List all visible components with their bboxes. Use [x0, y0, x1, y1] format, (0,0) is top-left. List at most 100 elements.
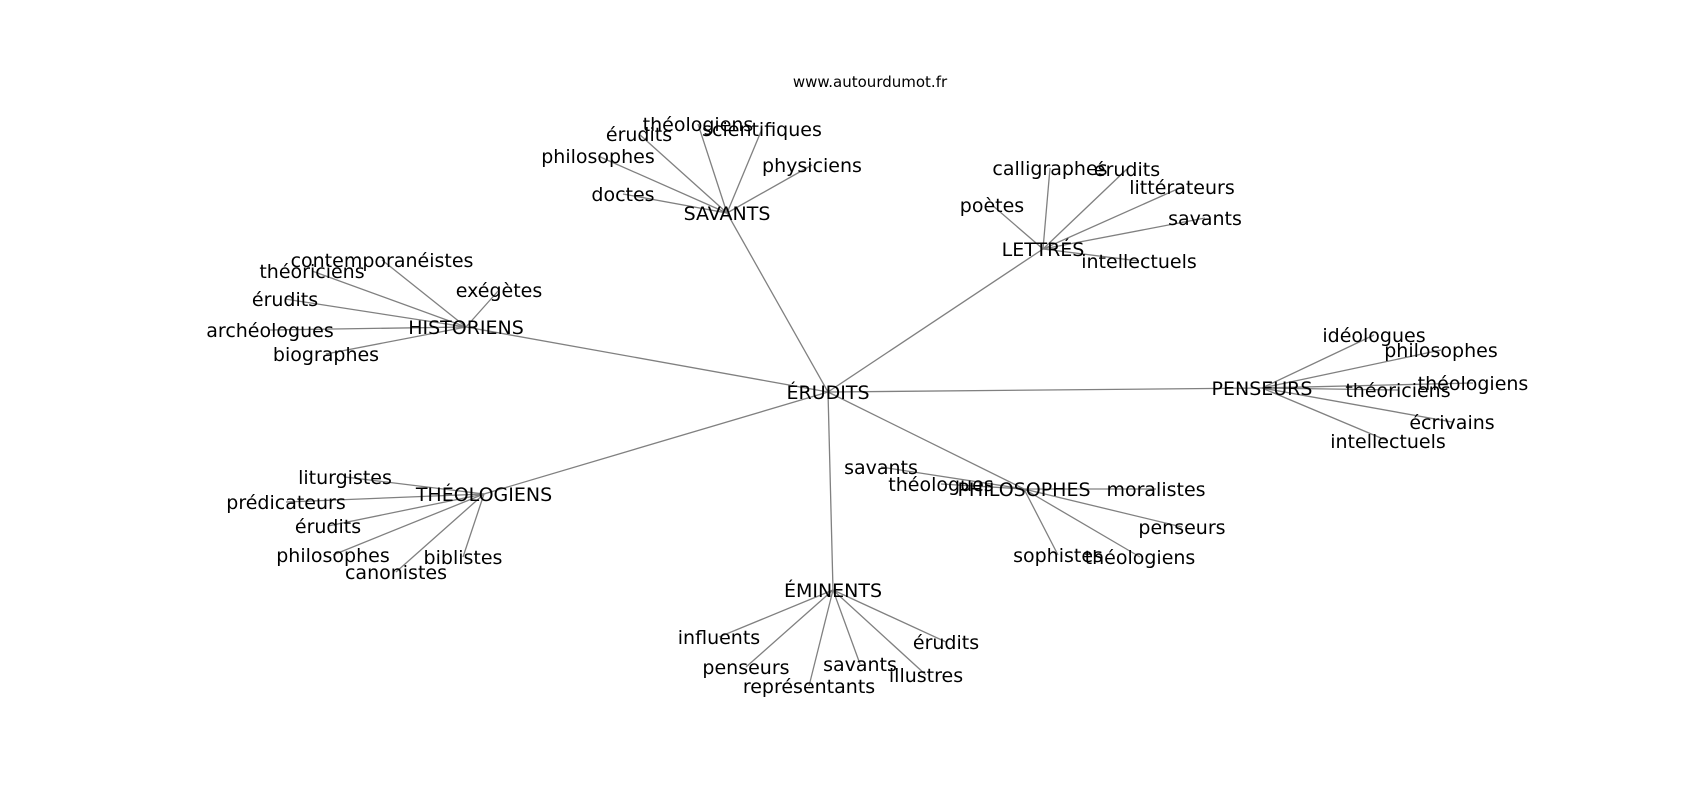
leaf-node-label: écrivains: [1409, 412, 1494, 434]
edge-hub-1-leaf-2: [1042, 186, 1183, 250]
edge-hub-2-leaf-4: [269, 326, 467, 331]
leaf-node-label: philosophes: [541, 146, 655, 168]
edge-hub-5-leaf-1: [940, 483, 1025, 490]
leaf-node-label: calligraphes: [992, 158, 1107, 180]
leaf-node-label: intellectuels: [1081, 251, 1197, 273]
hub-node-label: LETTRÉS: [1002, 238, 1085, 261]
edge-center-6: [827, 391, 834, 591]
hub-node-label: THÉOLOGIENS: [415, 483, 552, 506]
hub-node-label: HISTORIENS: [408, 317, 524, 339]
edge-hub-3-leaf-4: [1261, 387, 1453, 423]
edge-center-4: [483, 391, 829, 495]
leaf-node-label: idéologues: [1322, 325, 1425, 347]
edge-hub-4-leaf-1: [285, 493, 485, 503]
edge-hub-2-leaf-0: [381, 259, 467, 328]
leaf-node-label: penseurs: [702, 657, 789, 679]
leaf-node-label: exégètes: [456, 280, 543, 302]
leaf-node-label: érudits: [913, 632, 979, 654]
edge-hub-2-leaf-1: [311, 270, 467, 328]
edge-hub-3-leaf-5: [1261, 387, 1389, 442]
edge-hub-3-leaf-0: [1261, 334, 1375, 389]
edge-hub-6-leaf-3: [832, 589, 861, 665]
leaf-node-label: philosophes: [276, 545, 390, 567]
leaf-node-label: biographes: [273, 344, 379, 366]
edge-hub-6-leaf-2: [745, 589, 834, 668]
leaf-node-label: prédicateurs: [226, 492, 345, 514]
edge-hub-6-leaf-5: [808, 589, 834, 687]
leaf-node-label: théoriciens: [1345, 380, 1450, 402]
leaf-node-label: penseurs: [1138, 517, 1225, 539]
leaf-node-label: érudits: [295, 516, 361, 538]
edge-hub-2-leaf-3: [284, 298, 467, 328]
graph-edges: [269, 123, 1474, 687]
leaf-node-label: érudits: [252, 289, 318, 311]
leaf-node-label: théologues: [888, 474, 993, 496]
edge-hub-0-leaf-5: [622, 193, 728, 214]
edge-hub-0-leaf-0: [697, 123, 728, 214]
edge-hub-3-leaf-2: [1261, 387, 1399, 391]
edge-hub-4-leaf-4: [462, 493, 485, 558]
leaf-node-label: sophistes: [1013, 545, 1103, 567]
graph-labels: www.autourdumot.fr ÉRUDITS SAVANTS théolog…: [206, 73, 1528, 698]
leaf-node-label: canonistes: [345, 562, 447, 584]
leaf-node-label: moralistes: [1106, 479, 1205, 501]
edge-hub-4-leaf-5: [395, 493, 485, 573]
leaf-node-label: influents: [678, 627, 760, 649]
leaf-node-label: intellectuels: [1330, 431, 1446, 453]
leaf-node-label: théologiens: [1418, 373, 1529, 395]
edge-hub-0-leaf-4: [726, 164, 813, 214]
leaf-node-label: savants: [844, 457, 918, 479]
leaf-node-label: théologiens: [643, 114, 754, 136]
edge-hub-2-leaf-2: [465, 289, 500, 328]
edge-hub-1-leaf-5: [1042, 248, 1140, 262]
leaf-node-label: théoriciens: [259, 261, 364, 283]
leaf-node-label: biblistes: [424, 547, 503, 569]
edge-hub-6-leaf-0: [718, 589, 834, 638]
leaf-node-label: physiciens: [762, 155, 862, 177]
site-url: www.autourdumot.fr: [793, 73, 948, 91]
leaf-node-label: scientifiques: [702, 119, 822, 141]
leaf-node-label: poètes: [960, 195, 1024, 217]
edge-hub-4-leaf-0: [344, 476, 485, 495]
edge-hub-1-leaf-4: [1042, 217, 1206, 250]
edge-hub-6-leaf-4: [832, 589, 927, 676]
edge-hub-4-leaf-2: [327, 493, 485, 527]
edge-hub-0-leaf-2: [638, 133, 728, 214]
edge-hub-1-leaf-1: [1042, 168, 1128, 250]
leaf-node-label: savants: [1168, 208, 1242, 230]
edge-hub-6-leaf-1: [832, 589, 947, 643]
edge-center-2: [465, 326, 829, 393]
leaf-node-label: théologiens: [1085, 547, 1196, 569]
edge-hub-5-leaf-3: [1023, 488, 1183, 528]
leaf-node-label: littérateurs: [1129, 177, 1235, 199]
edge-hub-3-leaf-1: [1261, 349, 1442, 389]
edge-hub-4-leaf-3: [332, 493, 485, 556]
leaf-node-label: liturgistes: [298, 467, 392, 489]
edge-hub-5-leaf-0: [880, 466, 1025, 490]
edge-center-3: [827, 387, 1263, 393]
leaf-node-label: érudits: [606, 124, 672, 146]
edge-center-5: [827, 391, 1025, 490]
hub-node-label: ÉMINENTS: [784, 579, 882, 602]
leaf-node-label: philosophes: [1384, 340, 1498, 362]
leaf-node-label: savants: [823, 654, 897, 676]
edge-center-1: [827, 248, 1044, 393]
hub-node-label: SAVANTS: [684, 203, 771, 225]
leaf-node-label: archéologues: [206, 320, 333, 342]
edge-hub-5-leaf-4: [1023, 488, 1059, 556]
leaf-node-label: doctes: [591, 184, 654, 206]
edge-hub-0-leaf-1: [726, 128, 763, 214]
center-node-label: ÉRUDITS: [786, 381, 869, 404]
edge-hub-1-leaf-0: [1042, 167, 1051, 250]
leaf-node-label: illustres: [889, 665, 963, 687]
leaf-node-label: contemporanéistes: [291, 250, 474, 272]
hub-node-label: PHILOSOPHES: [957, 479, 1090, 501]
edge-hub-2-leaf-5: [325, 326, 467, 355]
edge-hub-0-leaf-3: [597, 155, 728, 214]
leaf-node-label: érudits: [1094, 159, 1160, 181]
edge-hub-1-leaf-3: [991, 204, 1044, 250]
leaf-node-label: représentants: [743, 676, 875, 698]
edge-hub-5-leaf-5: [1023, 488, 1141, 558]
edge-hub-3-leaf-3: [1261, 382, 1474, 389]
